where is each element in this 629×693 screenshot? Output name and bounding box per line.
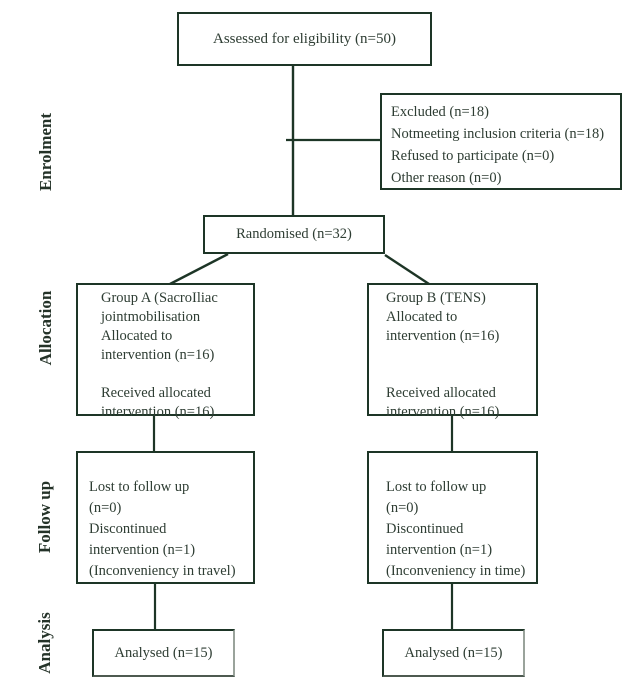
group-a-line bbox=[101, 365, 249, 384]
group-a-line: intervention (n=16) bbox=[101, 404, 215, 420]
excluded-box: Excluded (n=18) Notmeeting inclusion cri… bbox=[380, 93, 622, 190]
followup-a-line: intervention (n=1) bbox=[89, 542, 196, 558]
group-b-box: Group B (TENS) Allocated to intervention… bbox=[367, 283, 538, 420]
followup-b-line: Lost to follow up bbox=[386, 479, 487, 495]
group-a-line: jointmobilisation bbox=[101, 309, 201, 325]
excluded-line: Notmeeting inclusion criteria (n=18) bbox=[391, 126, 605, 142]
group-b-line: Group B (TENS) bbox=[386, 290, 486, 306]
analysed-b-box: Analysed (n=15) bbox=[382, 629, 525, 677]
group-b-line bbox=[386, 346, 532, 365]
group-b-line: Received allocated bbox=[386, 385, 496, 401]
group-a-line: Allocated to bbox=[101, 328, 173, 344]
group-b-line bbox=[386, 365, 532, 384]
stage-label-analysis: Analysis bbox=[35, 612, 54, 674]
followup-b-line: (Inconveniency in time) bbox=[386, 563, 526, 579]
followup-b-line: Discontinued bbox=[386, 521, 464, 537]
group-a-box: Group A (SacroIliac jointmobilisation Al… bbox=[76, 283, 255, 420]
group-b-line: intervention (n=16) bbox=[386, 328, 500, 344]
group-a-line: intervention (n=16) bbox=[101, 347, 215, 363]
stage-label-enrolment: Enrolment bbox=[36, 112, 55, 192]
analysed-a-text: Analysed (n=15) bbox=[114, 644, 213, 661]
stage-label-allocation: Allocation bbox=[36, 290, 55, 366]
randomised-box: Randomised (n=32) bbox=[203, 215, 385, 254]
followup-a-line: Discontinued bbox=[89, 521, 167, 537]
analysed-a-box: Analysed (n=15) bbox=[92, 629, 235, 677]
group-b-line: intervention (n=16) bbox=[386, 404, 500, 420]
excluded-line: Other reason (n=0) bbox=[391, 170, 502, 186]
excluded-line: Excluded (n=18) bbox=[391, 104, 489, 120]
group-a-line: Group A (SacroIliac bbox=[101, 290, 218, 306]
excluded-line: Refused to participate (n=0) bbox=[391, 148, 555, 164]
followup-a-box: Lost to follow up (n=0) Discontinued int… bbox=[76, 451, 255, 584]
analysed-b-text: Analysed (n=15) bbox=[404, 644, 503, 661]
connector-randomised-to-group-b bbox=[384, 253, 430, 286]
followup-b-line: intervention (n=1) bbox=[386, 542, 493, 558]
randomised-text: Randomised (n=32) bbox=[236, 226, 352, 242]
followup-a-line: (Inconveniency in travel) bbox=[89, 563, 236, 579]
followup-b-line: (n=0) bbox=[386, 500, 419, 516]
followup-a-line: (n=0) bbox=[89, 500, 122, 516]
connector-randomised-to-group-a bbox=[169, 252, 229, 286]
followup-a-line: Lost to follow up bbox=[89, 479, 190, 495]
group-b-line: Allocated to bbox=[386, 309, 458, 325]
group-a-line: Received allocated bbox=[101, 385, 211, 401]
followup-b-box: Lost to follow up (n=0) Discontinued int… bbox=[367, 451, 538, 584]
assessed-text: Assessed for eligibility (n=50) bbox=[212, 30, 397, 47]
assessed-box: Assessed for eligibility (n=50) bbox=[177, 12, 432, 66]
